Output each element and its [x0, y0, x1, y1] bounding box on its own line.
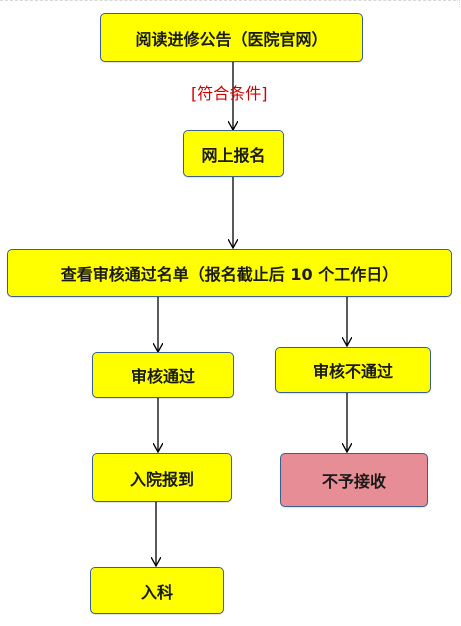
node-read-announcement: 阅读进修公告（医院官网）	[100, 13, 363, 62]
node-online-registration: 网上报名	[183, 130, 284, 177]
node-rejected: 审核不通过	[275, 347, 431, 393]
node-hospital-checkin: 入院报到	[92, 453, 232, 502]
frame-corner	[453, 0, 460, 7]
node-check-approved-list: 查看审核通过名单（报名截止后 10 个工作日）	[7, 249, 452, 297]
node-approved: 审核通过	[92, 352, 234, 398]
node-not-accepted: 不予接收	[280, 453, 428, 507]
frame-border	[0, 0, 456, 2]
condition-label-qualified: [符合条件]	[191, 84, 268, 103]
node-department-entry: 入科	[90, 567, 224, 614]
